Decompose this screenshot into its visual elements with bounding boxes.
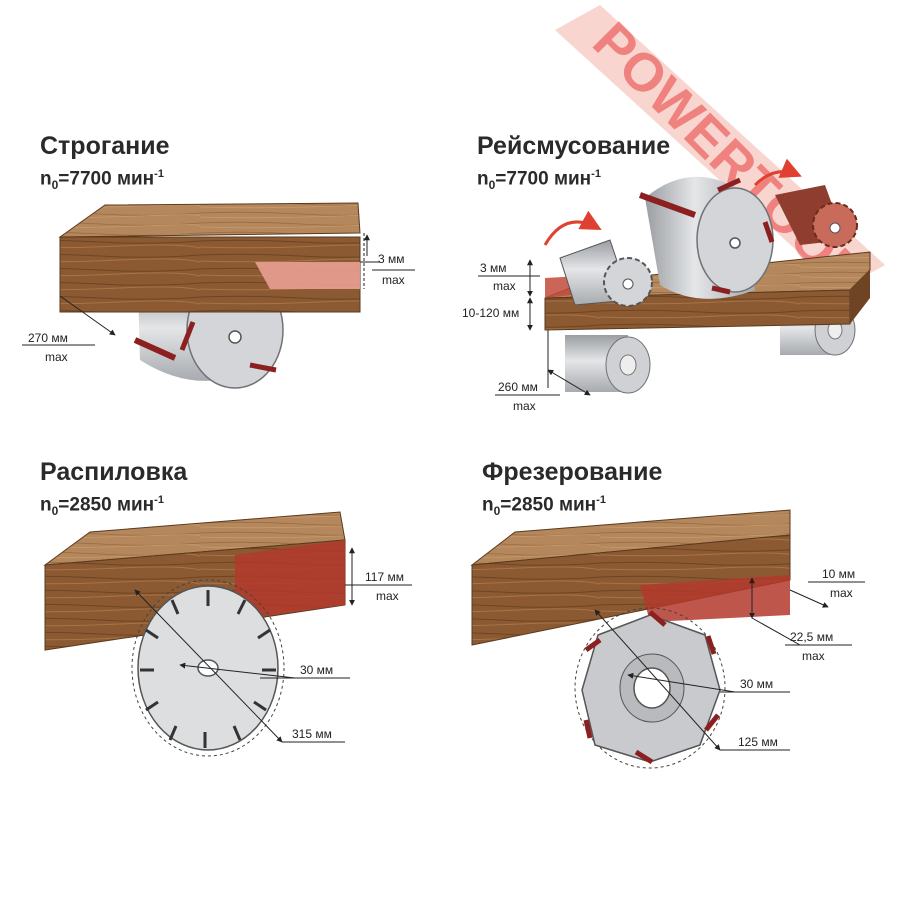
planing-width-unit: max	[45, 350, 68, 364]
milling-depth-unit: max	[830, 586, 853, 600]
milling-cutter	[574, 607, 726, 769]
sawing-diameter-value: 315 мм	[292, 727, 332, 741]
planing-speed: n0=7700 мин-1	[40, 168, 164, 193]
milling-title: Фрезерование	[482, 458, 663, 486]
thicknessing-range-value: 10-120 мм	[462, 306, 519, 320]
milling-height-value: 22,5 мм	[790, 630, 833, 644]
sawing-illustration: 117 мм max 30 мм 315 мм	[43, 511, 412, 757]
feed-roller-front	[559, 239, 653, 307]
planing-board	[58, 202, 361, 313]
thicknessing-width-unit: max	[513, 399, 536, 413]
sawing-bore-value: 30 мм	[300, 663, 333, 677]
planing-illustration: 3 мм max 270 мм max	[22, 202, 415, 389]
feed-roller-rear	[775, 185, 858, 248]
sawing-depth-value: 117 мм	[365, 570, 404, 584]
milling-illustration: 10 мм max 22,5 мм max 30 мм 125 мм	[470, 509, 865, 769]
rotation-arrow-icon	[753, 158, 802, 187]
thicknessing-title: Рейсмусование	[477, 132, 671, 160]
milling-bore-value: 30 мм	[740, 677, 773, 691]
thicknessing-speed: n0=7700 мин-1	[477, 168, 601, 193]
planing-cut-layer	[255, 262, 360, 289]
thicknessing-depth-unit: max	[493, 279, 516, 293]
planing-width-value: 270 мм	[28, 331, 68, 345]
milling-speed: n0=2850 мин-1	[482, 494, 606, 519]
sawing-depth-unit: max	[376, 589, 399, 603]
milling-diameter-value: 125 мм	[738, 735, 778, 749]
sawing-title: Распиловка	[40, 458, 188, 486]
planing-depth-value: 3 мм	[378, 252, 405, 266]
planing-depth-unit: max	[382, 273, 405, 287]
thicknessing-width-value: 260 мм	[498, 380, 538, 394]
thicknessing-depth-value: 3 мм	[480, 261, 507, 275]
sawing-speed: n0=2850 мин-1	[40, 494, 164, 519]
milling-depth-value: 10 мм	[822, 567, 855, 581]
milling-height-unit: max	[802, 649, 825, 663]
planing-title: Строгание	[40, 132, 170, 160]
thickness-drum	[638, 176, 775, 299]
thicknessing-illustration: 3 мм max 10-120 мм 260 мм max	[462, 158, 871, 413]
rotation-arrow-icon	[543, 210, 602, 246]
